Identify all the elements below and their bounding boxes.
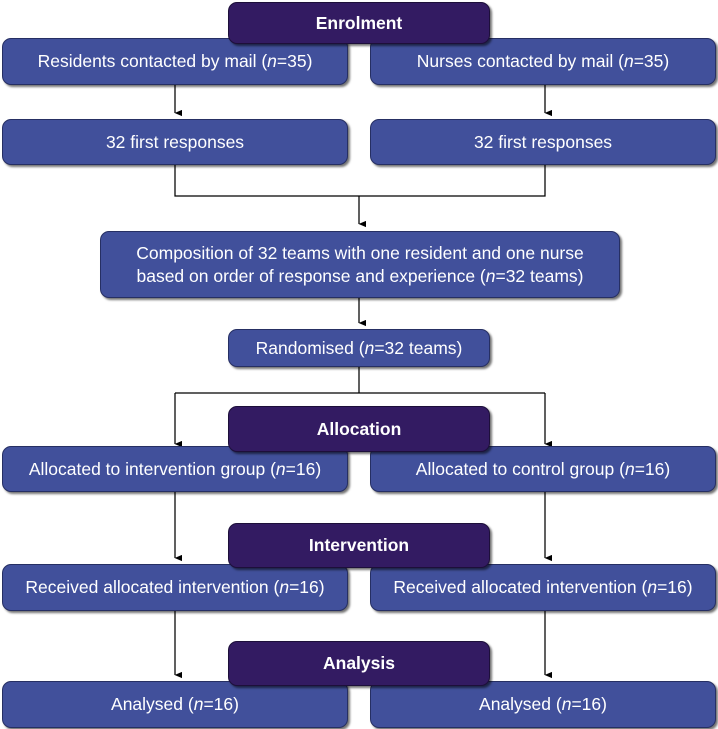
stage-header-intervention-label: Intervention — [308, 535, 410, 556]
stage-header-allocation: Allocation — [228, 406, 490, 452]
node-residents-contacted: Residents contacted by mail (n=35) — [2, 38, 348, 85]
node-residents-contacted-label: Residents contacted by mail (n=35) — [37, 51, 313, 72]
node-received-intervention-right: Received allocated intervention (n=16) — [370, 564, 716, 611]
node-analysed-right: Analysed (n=16) — [370, 681, 716, 728]
node-resident-first-responses-label: 32 first responses — [105, 131, 245, 152]
node-nurse-first-responses-label: 32 first responses — [473, 131, 613, 152]
node-received-intervention-left: Received allocated intervention (n=16) — [2, 564, 348, 611]
node-allocated-intervention-label: Allocated to intervention group (n=16) — [28, 458, 322, 479]
node-analysed-left: Analysed (n=16) — [2, 681, 348, 728]
node-allocated-intervention: Allocated to intervention group (n=16) — [2, 446, 348, 492]
node-analysed-left-label: Analysed (n=16) — [111, 694, 239, 715]
node-randomised-label: Randomised (n=32 teams) — [255, 337, 463, 358]
node-team-composition-line2: based on order of response and experienc… — [136, 265, 584, 286]
node-team-composition-line1: Composition of 32 teams with one residen… — [136, 243, 584, 264]
node-received-intervention-left-label: Received allocated intervention (n=16) — [25, 577, 325, 598]
stage-header-enrolment-label: Enrolment — [315, 12, 403, 33]
node-nurse-first-responses: 32 first responses — [370, 119, 716, 165]
stage-header-analysis: Analysis — [228, 641, 490, 686]
node-resident-first-responses: 32 first responses — [2, 119, 348, 165]
stage-header-analysis-label: Analysis — [323, 653, 395, 674]
stage-header-allocation-label: Allocation — [316, 418, 402, 439]
stage-header-intervention: Intervention — [228, 523, 490, 568]
node-allocated-control: Allocated to control group (n=16) — [370, 446, 716, 492]
stage-header-enrolment: Enrolment — [228, 2, 490, 44]
node-randomised: Randomised (n=32 teams) — [228, 329, 490, 367]
node-received-intervention-right-label: Received allocated intervention (n=16) — [393, 577, 693, 598]
node-allocated-control-label: Allocated to control group (n=16) — [415, 458, 671, 479]
node-nurses-contacted-label: Nurses contacted by mail (n=35) — [416, 51, 670, 72]
node-team-composition: Composition of 32 teams with one residen… — [100, 231, 620, 298]
node-analysed-right-label: Analysed (n=16) — [479, 694, 607, 715]
node-nurses-contacted: Nurses contacted by mail (n=35) — [370, 38, 716, 85]
